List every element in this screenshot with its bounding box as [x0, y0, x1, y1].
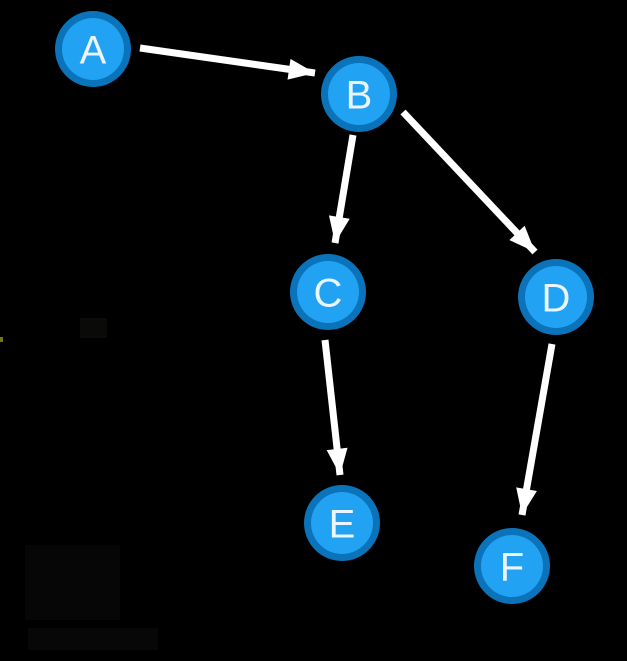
node-C[interactable]: C	[290, 254, 366, 330]
node-D-body	[525, 266, 587, 328]
node-F[interactable]: F	[474, 528, 550, 604]
edge-B-D	[400, 109, 538, 255]
node-C-body	[297, 261, 359, 323]
node-F-body	[481, 535, 543, 597]
node-A[interactable]: A	[55, 11, 131, 87]
node-D[interactable]: D	[518, 259, 594, 335]
node-B-body	[328, 63, 390, 125]
node-B[interactable]: B	[321, 56, 397, 132]
node-A-body	[62, 18, 124, 80]
node-E[interactable]: E	[304, 485, 380, 561]
edge-B-C	[328, 134, 357, 244]
edge-D-F	[516, 343, 556, 516]
edge-A-B	[139, 44, 316, 80]
edge-C-E	[321, 339, 348, 476]
node-E-body	[311, 492, 373, 554]
